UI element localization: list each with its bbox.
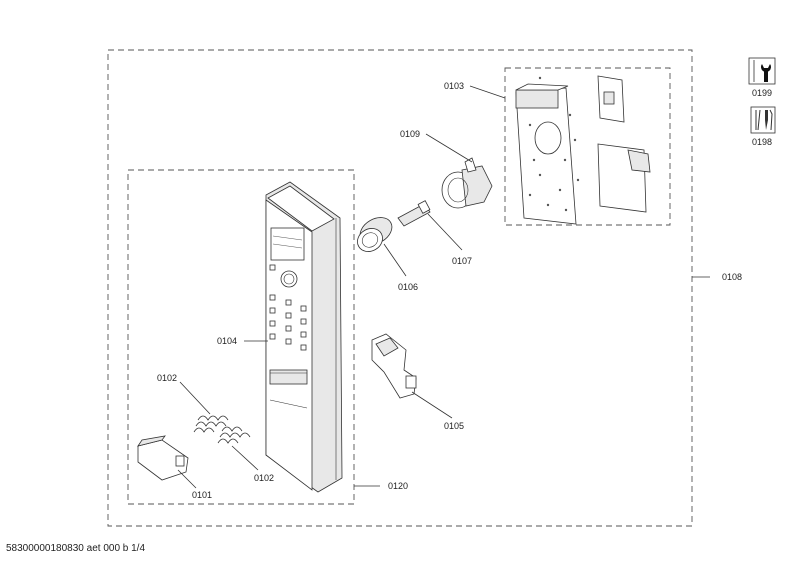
callout-0102-lower: 0102 <box>254 473 274 483</box>
subassembly-frame-0120 <box>127 169 355 505</box>
callout-0199: 0199 <box>752 88 772 98</box>
assembly-frame-0108 <box>107 49 693 527</box>
callout-0198: 0198 <box>752 137 772 147</box>
callout-0120: 0120 <box>388 481 408 491</box>
document-id: 58300000180830 aet 000 b 1/4 <box>6 543 146 554</box>
callout-0107: 0107 <box>452 256 472 266</box>
bracket-0105 <box>371 333 417 399</box>
control-panel-0104 <box>265 181 343 493</box>
door-button-0101 <box>137 435 189 481</box>
spring-0102-upper <box>193 415 229 433</box>
encoder-housing-0109 <box>441 157 493 209</box>
subassembly-frame-0103 <box>504 67 671 226</box>
callout-0102-upper: 0102 <box>157 373 177 383</box>
callout-0108: 0108 <box>722 272 742 282</box>
spring-0102-lower <box>217 426 251 444</box>
leader-lines <box>177 85 710 489</box>
callout-0105: 0105 <box>444 421 464 431</box>
callout-0109: 0109 <box>400 129 420 139</box>
knob-0106 <box>357 217 393 252</box>
tools-icon <box>750 106 776 134</box>
control-board-0103 <box>515 75 651 225</box>
callout-0103: 0103 <box>444 81 464 91</box>
shaft-0107 <box>397 200 431 227</box>
callout-0101: 0101 <box>192 490 212 500</box>
callout-0106: 0106 <box>398 282 418 292</box>
wrench-icon <box>748 57 776 85</box>
callout-0104: 0104 <box>217 336 237 346</box>
